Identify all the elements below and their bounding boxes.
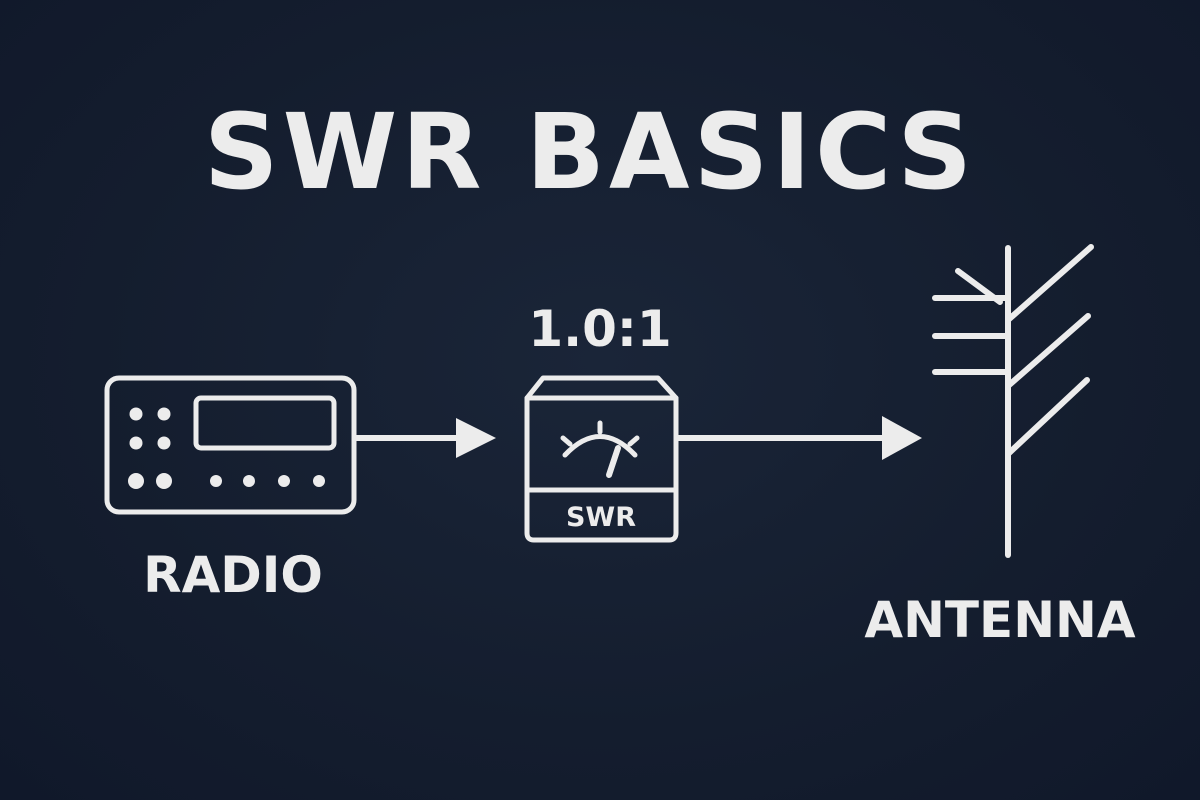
arrow-right-icon	[674, 416, 922, 460]
antenna-label: ANTENNA	[864, 591, 1135, 649]
swr-meter-icon	[524, 375, 679, 543]
swr-meter-label: SWR	[566, 502, 636, 533]
swr-reading: 1.0:1	[528, 300, 671, 358]
antenna-icon	[932, 244, 1094, 558]
radio-icon	[104, 375, 357, 515]
radio-label: RADIO	[143, 546, 323, 604]
arrow-right-icon	[353, 418, 496, 458]
diagram-title: SWR BASICS	[204, 91, 976, 213]
